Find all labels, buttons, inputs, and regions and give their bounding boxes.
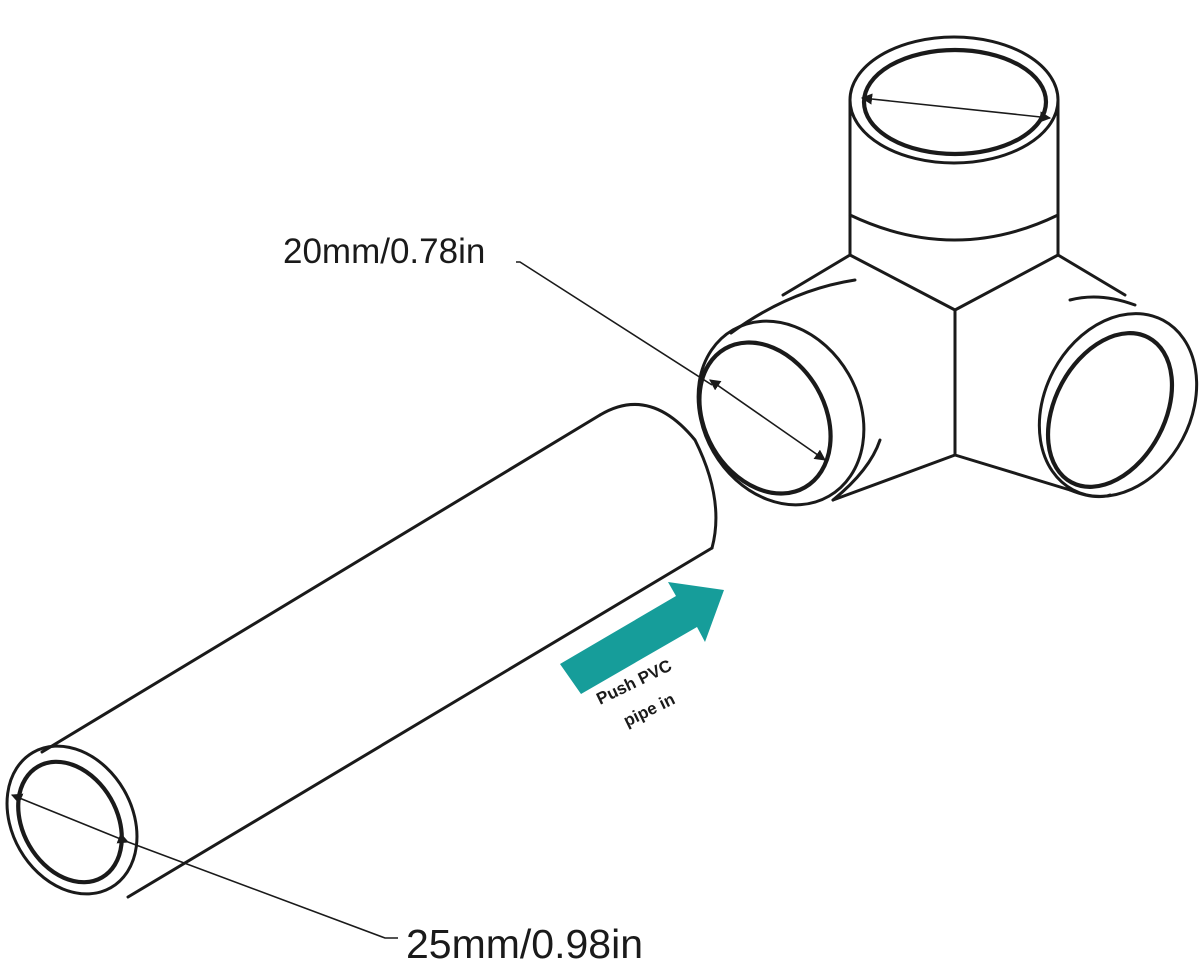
pipe-dimension-leader	[127, 841, 398, 939]
pipe-diameter-label: 25mm/0.98in	[406, 921, 643, 965]
push-arrow	[560, 582, 724, 694]
left-socket-dimension-arrow	[709, 379, 826, 461]
right-socket-wall	[1068, 295, 1137, 499]
right-socket-inner-rim	[1045, 331, 1175, 489]
three-way-fitting	[696, 35, 1199, 507]
top-socket-bottom-edge	[848, 213, 1060, 242]
push-arrow-shape	[560, 582, 724, 694]
pipe-far-end	[598, 402, 718, 550]
pvc-pipe	[5, 402, 718, 899]
top-socket-wall	[848, 98, 1060, 217]
pipe-near-end-outer	[5, 744, 139, 896]
top-socket-inner-rim	[861, 47, 1049, 157]
fitting-dimension-leader	[516, 261, 713, 386]
pipe-dimension-arrow	[10, 793, 130, 844]
pipe-bottom-edge	[126, 546, 714, 899]
top-socket-dimension-arrow	[860, 93, 1052, 123]
fitting-diameter-label: 20mm/0.78in	[283, 232, 485, 271]
pipe-near-end-inner	[16, 759, 124, 885]
pipe-top-edge	[40, 413, 602, 754]
push-instruction-line2: pipe in	[620, 690, 678, 731]
right-socket-outer-rim	[1037, 312, 1199, 498]
fitting-body	[781, 118, 1127, 502]
top-socket-outer-rim	[848, 35, 1060, 165]
